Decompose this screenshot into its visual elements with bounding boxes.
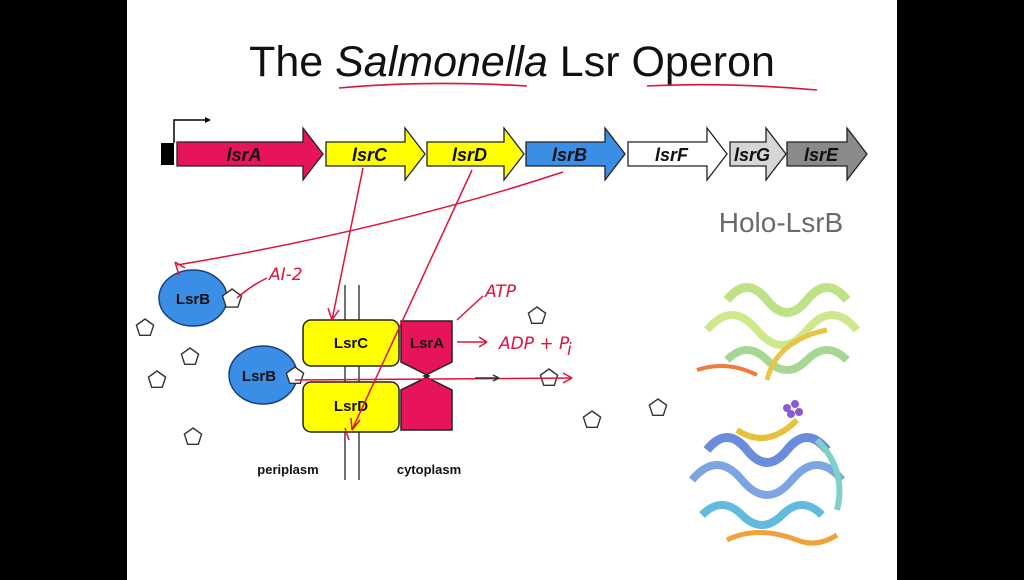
promoter-block: [161, 143, 174, 165]
title-italic: Salmonella: [335, 38, 548, 86]
holo-lsrb-structure-image: [688, 283, 861, 546]
arrowhead-lsrc: [327, 307, 340, 321]
ai2-molecule: [180, 347, 200, 365]
ai2-molecule: [183, 427, 203, 445]
cytoplasm-label: cytoplasm: [397, 462, 461, 477]
slide-title: The Salmonella Lsr Operon: [127, 38, 897, 87]
arrowhead-lsrb: [174, 261, 186, 276]
arrow-lsrc-to-protein: [331, 167, 364, 321]
holo-lsrb-label: Holo-LsrB: [719, 207, 843, 238]
lsra-protein: [400, 320, 453, 431]
lsrb-top-label: LsrB: [176, 291, 210, 308]
arrowhead-adp: [478, 336, 488, 348]
operon-diagram: lsrA lsrC lsrD lsrB lsrF lsrG lsrE LsrB LsrB L…: [135, 82, 868, 546]
gene-arrow-lsrb: [525, 126, 626, 182]
underline-operon: [646, 83, 818, 91]
title-prefix: The: [249, 38, 336, 86]
arrowhead-lsrd-tail: [344, 427, 350, 441]
promoter-arrow: [173, 119, 205, 143]
arrow-lsrd-to-protein: [351, 169, 473, 431]
ai2-molecule: [539, 368, 559, 386]
gene-arrow-lsrf: [627, 126, 728, 182]
lsrc-protein: [302, 319, 400, 367]
gene-label-lsrc: lsrC: [352, 145, 388, 165]
ai2-molecule: [527, 306, 547, 324]
gene-arrow-lsra: [176, 126, 324, 182]
gene-label-lsra: lsrA: [226, 145, 261, 165]
lsrd-label: LsrD: [334, 398, 368, 415]
arrowhead-transport: [562, 372, 573, 384]
lsrd-protein: [302, 381, 400, 433]
gene-label-lsrg: lsrG: [734, 145, 770, 165]
ai2-molecule: [648, 398, 668, 416]
ai2-molecule: [582, 410, 602, 428]
arrow-atp: [456, 295, 484, 321]
handwritten-adp-subscript: i: [567, 340, 572, 360]
gene-label-lsrf: lsrF: [655, 145, 689, 165]
gene-label-lsrd: lsrD: [452, 145, 487, 165]
ai2-molecule: [147, 370, 167, 388]
gene-arrow-lsrg: [729, 126, 787, 182]
promoter-arrowhead: [205, 117, 211, 123]
arrowhead-lsrd: [350, 417, 361, 431]
ai2-molecule: [135, 318, 155, 336]
title-suffix: Lsr Operon: [547, 38, 775, 86]
handwritten-ai2: AI-2: [268, 265, 303, 285]
lsrb-bottom-label: LsrB: [242, 368, 276, 385]
arrow-ai2-to-lsrb: [236, 277, 268, 299]
gene-arrow-lsrd: [426, 126, 525, 182]
underline-salmonella: [338, 82, 528, 89]
lsrc-label: LsrC: [334, 335, 368, 352]
gene-arrow-lsrc: [325, 126, 426, 182]
periplasm-label: periplasm: [257, 462, 318, 477]
handwritten-atp: ATP: [484, 282, 517, 302]
handwritten-arrows: [174, 167, 573, 441]
handwritten-adp: ADP + P: [498, 334, 570, 354]
arrow-lsrb-to-protein: [176, 171, 564, 266]
arrow-transport: [294, 377, 573, 381]
gene-arrow-lsre: [786, 126, 868, 182]
lsra-label: LsrA: [410, 335, 444, 352]
gene-label-lsrb: lsrB: [552, 145, 587, 165]
gene-label-lsre: lsrE: [804, 145, 839, 165]
arrowhead-transport-inner: [492, 374, 500, 382]
